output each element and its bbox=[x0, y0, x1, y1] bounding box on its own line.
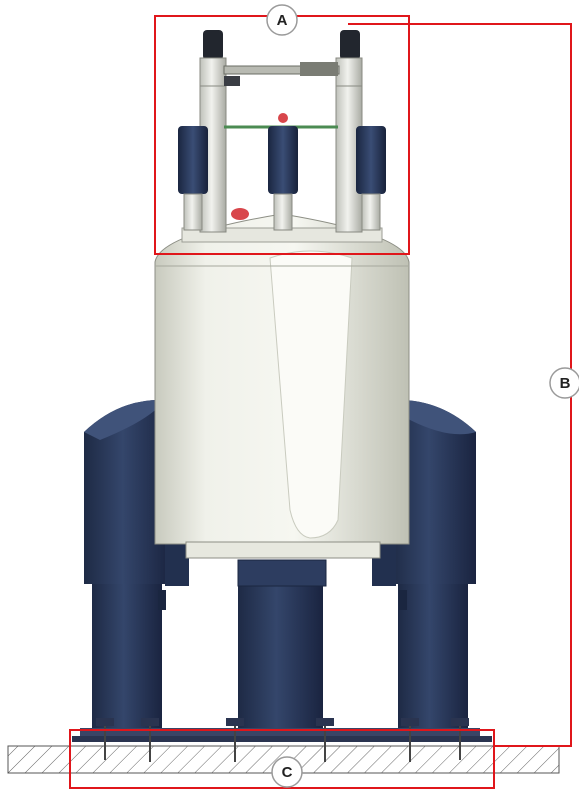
svg-text:A: A bbox=[277, 12, 288, 29]
outline-box-c bbox=[69, 729, 495, 789]
callout-c: C bbox=[271, 756, 303, 788]
turret-assembly bbox=[178, 30, 386, 243]
support-legs bbox=[92, 559, 468, 732]
anchor-bolts bbox=[104, 722, 461, 762]
cryostat-body bbox=[154, 213, 410, 545]
callout-b: B bbox=[549, 367, 579, 399]
base-plate bbox=[72, 718, 492, 762]
bottom-ring bbox=[185, 541, 381, 559]
svg-text:C: C bbox=[282, 764, 293, 781]
svg-text:B: B bbox=[560, 375, 571, 392]
callout-a: A bbox=[266, 4, 298, 36]
